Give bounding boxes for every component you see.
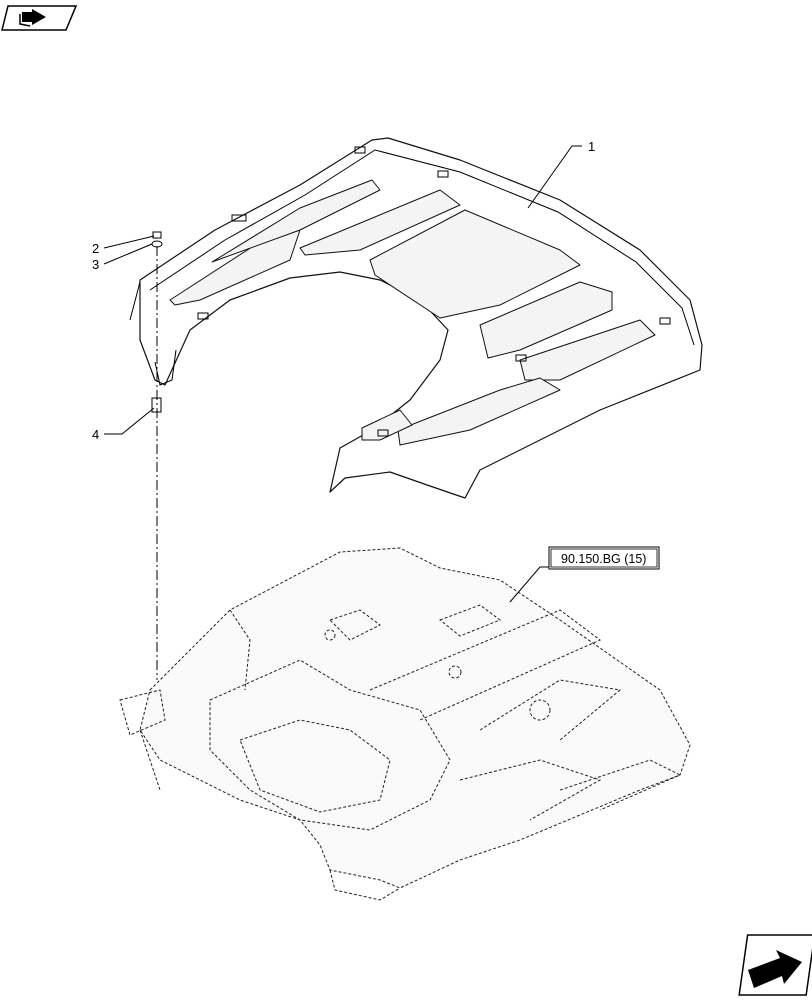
roof-cover-part <box>129 137 703 499</box>
reference-label-text: 90.150.BG (15) <box>561 552 646 566</box>
next-page-arrow-icon[interactable] <box>738 934 812 996</box>
reference-label[interactable]: 90.150.BG (15) <box>548 546 660 570</box>
leader-lines <box>103 145 582 603</box>
callout-1: 1 <box>588 139 595 154</box>
callout-2: 2 <box>92 241 99 256</box>
book-arrow-icon[interactable] <box>1 5 78 31</box>
callout-3: 3 <box>92 257 99 272</box>
cab-frame-reference <box>119 547 691 901</box>
screw-part <box>152 231 162 239</box>
callout-4: 4 <box>92 427 99 442</box>
